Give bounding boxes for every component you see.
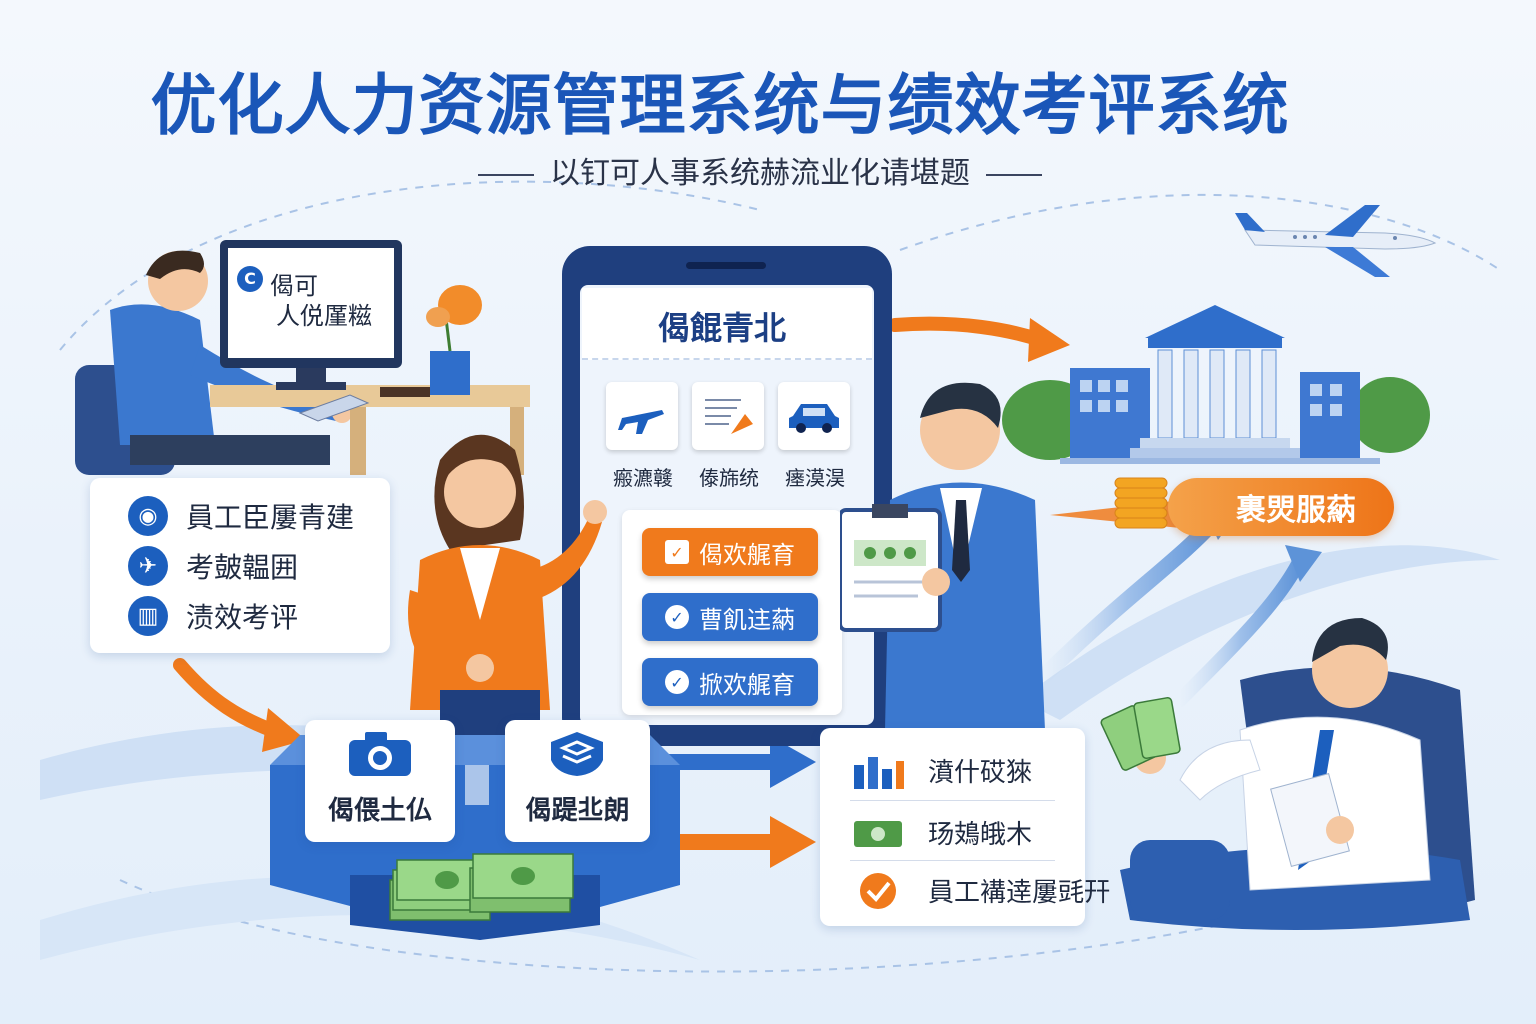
- platform-card-label: 偈踶丠朗: [525, 796, 630, 826]
- phone-tile[interactable]: [692, 382, 764, 450]
- check-circle-icon: ✓: [665, 605, 689, 629]
- divider: [850, 860, 1055, 861]
- page-title: 优化人力资源管理系统与绩效考评系统: [150, 67, 1290, 144]
- button-label: 掀欢艉育: [699, 670, 795, 699]
- eye-icon: ◉: [128, 496, 168, 536]
- orange-arrow: [888, 316, 1047, 347]
- check-icon: [852, 872, 904, 909]
- phone-tile-label: 傣旆统: [699, 466, 759, 490]
- man-at-desk: [75, 240, 530, 475]
- woman-presenter: [408, 434, 607, 750]
- feature-label: 渍效考评: [186, 601, 299, 634]
- man-with-clipboard: [840, 382, 1045, 730]
- result-label: 濆什砹猍: [928, 758, 1033, 788]
- stack-shield-icon: [551, 732, 603, 776]
- phone-tile-label: 瘗漠淏: [785, 466, 845, 490]
- phone-header-bar: [582, 288, 872, 360]
- divider: [850, 800, 1055, 801]
- platform-card-label: 偈偎土仏: [327, 796, 432, 826]
- document-icon: [705, 399, 753, 434]
- phone-tile[interactable]: [606, 382, 678, 450]
- monitor-logo-icon: C: [237, 266, 263, 292]
- phone-tile[interactable]: [778, 382, 850, 450]
- plane-icon: ✈: [128, 546, 168, 586]
- arrow-head: [1285, 545, 1322, 582]
- button-label: 曹飢迬蒳: [699, 605, 795, 634]
- relaxing-man: [1100, 618, 1475, 930]
- feature-item[interactable]: ▥ 渍效考评: [128, 596, 298, 636]
- feature-label: 考皷韞囲: [186, 551, 299, 584]
- swoosh-arrow: [1173, 553, 1307, 707]
- result-label: 玚鳷皒木: [928, 820, 1033, 850]
- phone-tile-label: 瘢瀌竷: [613, 466, 673, 490]
- cash-stack: [389, 853, 574, 921]
- reward-pill-label: 裹焸服蒳: [1236, 493, 1356, 528]
- building-icon: ▥: [128, 596, 168, 636]
- feature-label: 員工臣屢青建: [186, 501, 355, 534]
- money-icon: [852, 815, 904, 851]
- dashed-orbit: [899, 193, 1501, 271]
- coin-stack: [1114, 477, 1168, 529]
- divider: [478, 173, 534, 176]
- phone-action-button[interactable]: ✓ 掀欢艉育: [642, 658, 818, 706]
- arrow-head: [770, 816, 816, 868]
- phone-speaker: [686, 262, 766, 269]
- result-label: 員工褠逹屢毭幵: [928, 878, 1111, 908]
- dashed-orbit: [59, 180, 761, 351]
- feature-item[interactable]: ✈ 考皷韞囲: [128, 546, 298, 586]
- swoosh: [1020, 545, 1500, 720]
- phone-action-button[interactable]: ✓ 曹飢迬蒳: [642, 593, 818, 641]
- monitor-text-line2: 人侻厪糍: [276, 302, 372, 330]
- camera-icon: [349, 732, 411, 776]
- arrow-head: [770, 736, 816, 788]
- result-item[interactable]: 玚鳷皒木: [852, 814, 1032, 851]
- platform-card-right[interactable]: 偈踶丠朗: [505, 720, 650, 842]
- page-subtitle: 以钉可人事系统赫流业化请堪题: [380, 148, 1140, 192]
- check-circle-icon: ✓: [665, 670, 689, 694]
- reward-pill[interactable]: 裹焸服蒳: [1168, 478, 1394, 536]
- car-icon: [789, 404, 839, 433]
- feature-list-card: ◉ 員工臣屢青建 ✈ 考皷韞囲 ▥ 渍效考评: [90, 478, 390, 653]
- airplane-icon: [1235, 205, 1437, 277]
- airplane-icon: [618, 410, 664, 434]
- subtitle-text: 以钉可人事系统赫流业化请堪题: [550, 156, 970, 191]
- bank-building: [1002, 305, 1430, 464]
- feature-item[interactable]: ◉ 員工臣屢青建: [128, 496, 354, 536]
- divider: [986, 173, 1042, 176]
- monitor-text-line1: 偈可: [270, 272, 318, 300]
- bar-chart-icon: [852, 753, 904, 789]
- checkbox-icon: ✓: [665, 540, 689, 564]
- phone-header-title: 偈餛青北: [657, 309, 786, 347]
- result-item[interactable]: 濆什砹猍: [852, 752, 1032, 789]
- arrow-head: [1028, 318, 1070, 362]
- phone-action-button[interactable]: ✓ 偈欢艉育: [642, 528, 818, 576]
- button-label: 偈欢艉育: [699, 540, 795, 569]
- result-item[interactable]: 員工褠逹屢毭幵: [852, 872, 1110, 909]
- swoosh: [40, 876, 700, 960]
- platform-card-left[interactable]: 偈偎土仏: [305, 720, 455, 842]
